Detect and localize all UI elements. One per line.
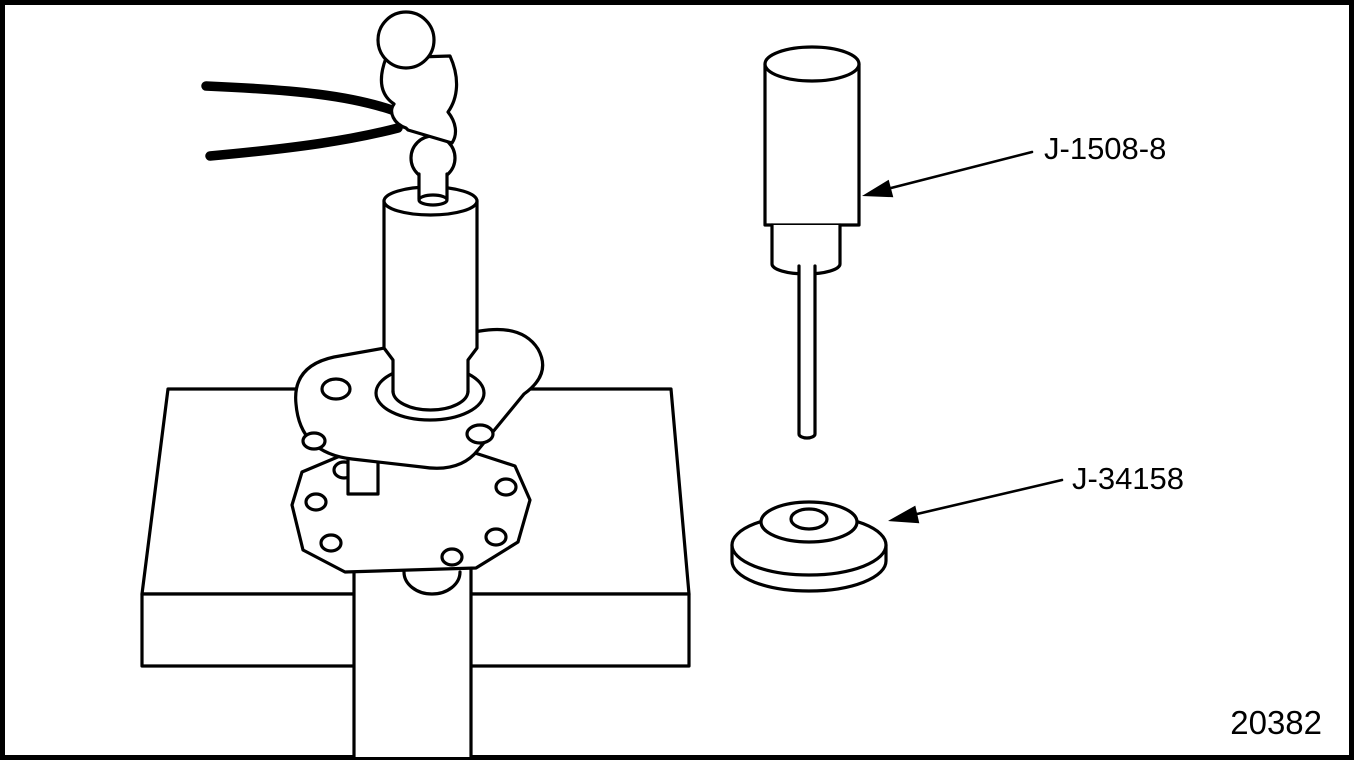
lower-flange <box>290 450 532 574</box>
shaft-boss <box>402 570 462 596</box>
driver-cylinder-fill <box>384 187 477 392</box>
bolt-hole <box>465 423 495 445</box>
figure-number: 20382 <box>1230 704 1322 741</box>
callout-j-1508-8: J-1508-8 <box>862 131 1166 198</box>
bolt-hole <box>304 492 328 512</box>
callout-label: J-34158 <box>1072 461 1184 496</box>
hammer-peen-ball <box>376 10 436 70</box>
boss-bore-rim <box>391 389 470 412</box>
shaft-body <box>354 568 471 757</box>
knob-stem-base <box>417 193 449 207</box>
callout-label: J-1508-8 <box>1044 131 1166 166</box>
handle-barrel-top <box>763 45 861 83</box>
driver-cylinder-outline <box>382 199 479 394</box>
arrowhead-icon <box>888 505 920 524</box>
injector-shaft <box>352 566 473 759</box>
bolt-hole <box>484 527 508 547</box>
shaft-outline <box>352 566 473 759</box>
bolt-hole <box>440 547 464 567</box>
callout-j-34158: J-34158 <box>888 461 1184 524</box>
bolt-hole <box>320 377 352 401</box>
bolt-hole <box>494 477 518 497</box>
handle-barrel <box>763 62 861 227</box>
injector-clamp-assembly <box>290 134 545 574</box>
adapter-center-hole <box>789 507 829 531</box>
handle-rod <box>797 264 817 440</box>
installer-adapter-tool <box>730 500 888 593</box>
hammer-handle <box>201 81 403 161</box>
driver-handle-tool <box>763 45 861 440</box>
leader-line <box>889 150 1034 190</box>
arrowhead-icon <box>862 179 894 198</box>
hammer-head <box>379 54 459 145</box>
bolt-hole <box>301 431 327 451</box>
hammer <box>201 10 459 161</box>
leader-line <box>915 478 1064 516</box>
bolt-hole <box>319 533 343 553</box>
knob-stem-outline <box>417 172 449 201</box>
